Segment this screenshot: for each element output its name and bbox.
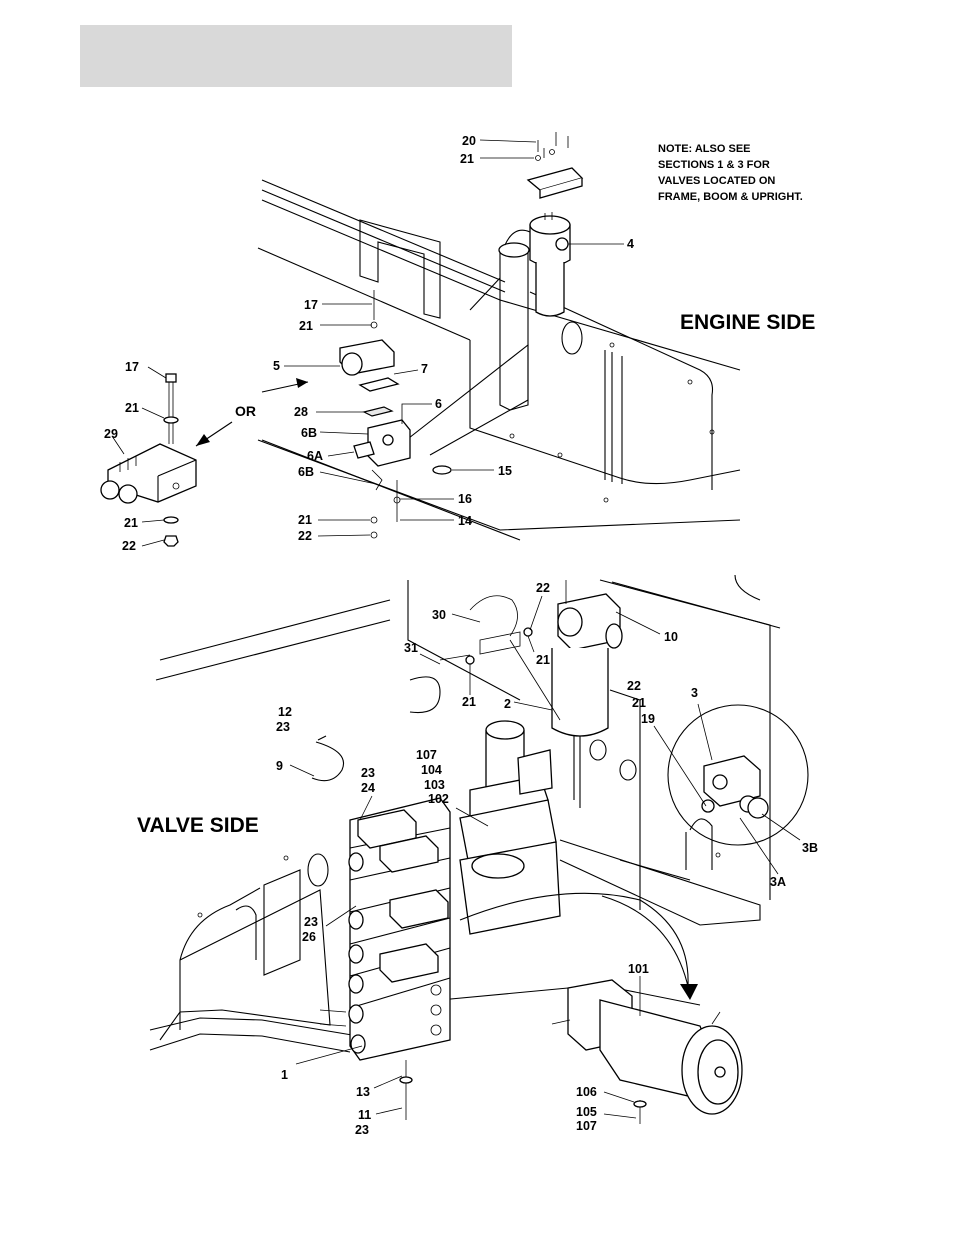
note-line: VALVES LOCATED ON	[658, 175, 775, 187]
callout-20: 20	[462, 134, 476, 148]
callout-16: 16	[458, 492, 472, 506]
callout-21: 21	[124, 516, 138, 530]
leader-lines	[112, 140, 800, 1118]
callout-29: 29	[104, 427, 118, 441]
callout-107: 107	[416, 748, 437, 762]
callout-21: 21	[299, 319, 313, 333]
callout-13: 13	[356, 1085, 370, 1099]
callout-23: 23	[276, 720, 290, 734]
alternate-valve-29	[101, 374, 196, 546]
callout-17: 17	[304, 298, 318, 312]
callout-3a: 3A	[770, 875, 786, 889]
or-label: OR	[235, 403, 256, 419]
callout-103: 103	[424, 778, 445, 792]
callout-1: 1	[281, 1068, 288, 1082]
motor-arrow	[602, 896, 690, 996]
callout-5: 5	[273, 359, 280, 373]
callout-12: 12	[278, 705, 292, 719]
callout-2: 2	[504, 697, 511, 711]
callout-3b: 3B	[802, 841, 818, 855]
callout-6a: 6A	[307, 449, 323, 463]
callout-21: 21	[125, 401, 139, 415]
callout-6: 6	[435, 397, 442, 411]
filter-assembly-4	[528, 132, 582, 316]
callout-23: 23	[304, 915, 318, 929]
callout-7: 7	[421, 362, 428, 376]
callout-22: 22	[122, 539, 136, 553]
callout-28: 28	[294, 405, 308, 419]
callout-19: 19	[641, 712, 655, 726]
valve-stack-5-6	[340, 290, 451, 538]
callout-3: 3	[691, 686, 698, 700]
callout-labels: 20 21 4 17 21 5 7 28 6 6B 6A 6B 15 16 21…	[104, 134, 818, 1137]
engine-side-frame	[258, 180, 740, 540]
callout-101: 101	[628, 962, 649, 976]
callout-23: 23	[361, 766, 375, 780]
filter-assembly-2	[552, 580, 622, 808]
hose-12	[318, 736, 326, 740]
callout-105: 105	[576, 1105, 597, 1119]
callout-106: 106	[576, 1085, 597, 1099]
detail-circle-3	[668, 705, 808, 870]
callout-107: 107	[576, 1119, 597, 1133]
callout-6b: 6B	[301, 426, 317, 440]
callout-26: 26	[302, 930, 316, 944]
note-block: NOTE: ALSO SEE SECTIONS 1 & 3 FOR VALVES…	[658, 143, 803, 203]
callout-15: 15	[498, 464, 512, 478]
hose-9	[312, 742, 344, 781]
callout-9: 9	[276, 759, 283, 773]
motor-101	[552, 980, 742, 1124]
note-line: NOTE: ALSO SEE	[658, 143, 751, 155]
hose-31	[410, 677, 440, 713]
motor-arrow-head	[680, 984, 698, 1000]
callout-30: 30	[432, 608, 446, 622]
callout-21: 21	[298, 513, 312, 527]
callout-102: 102	[428, 792, 449, 806]
callout-104: 104	[421, 763, 442, 777]
pump-motor-102	[460, 721, 560, 934]
callout-24: 24	[361, 781, 375, 795]
engine-side-label: ENGINE SIDE	[680, 311, 815, 334]
callout-14: 14	[458, 514, 472, 528]
callout-22: 22	[536, 581, 550, 595]
callout-10: 10	[664, 630, 678, 644]
callout-22: 22	[298, 529, 312, 543]
callout-21: 21	[536, 653, 550, 667]
valve-bank-1	[320, 798, 450, 1120]
callout-21: 21	[460, 152, 474, 166]
callout-21: 21	[462, 695, 476, 709]
callout-6b: 6B	[298, 465, 314, 479]
callout-4: 4	[627, 237, 634, 251]
note-line: SECTIONS 1 & 3 FOR	[658, 159, 770, 171]
callout-11: 11	[358, 1108, 371, 1122]
valve-side-label: VALVE SIDE	[137, 814, 259, 837]
callout-21: 21	[632, 696, 646, 710]
callout-31: 31	[404, 641, 418, 655]
callout-23: 23	[355, 1123, 369, 1137]
callout-17: 17	[125, 360, 139, 374]
note-line: FRAME, BOOM & UPRIGHT.	[658, 191, 803, 203]
callout-22: 22	[627, 679, 641, 693]
